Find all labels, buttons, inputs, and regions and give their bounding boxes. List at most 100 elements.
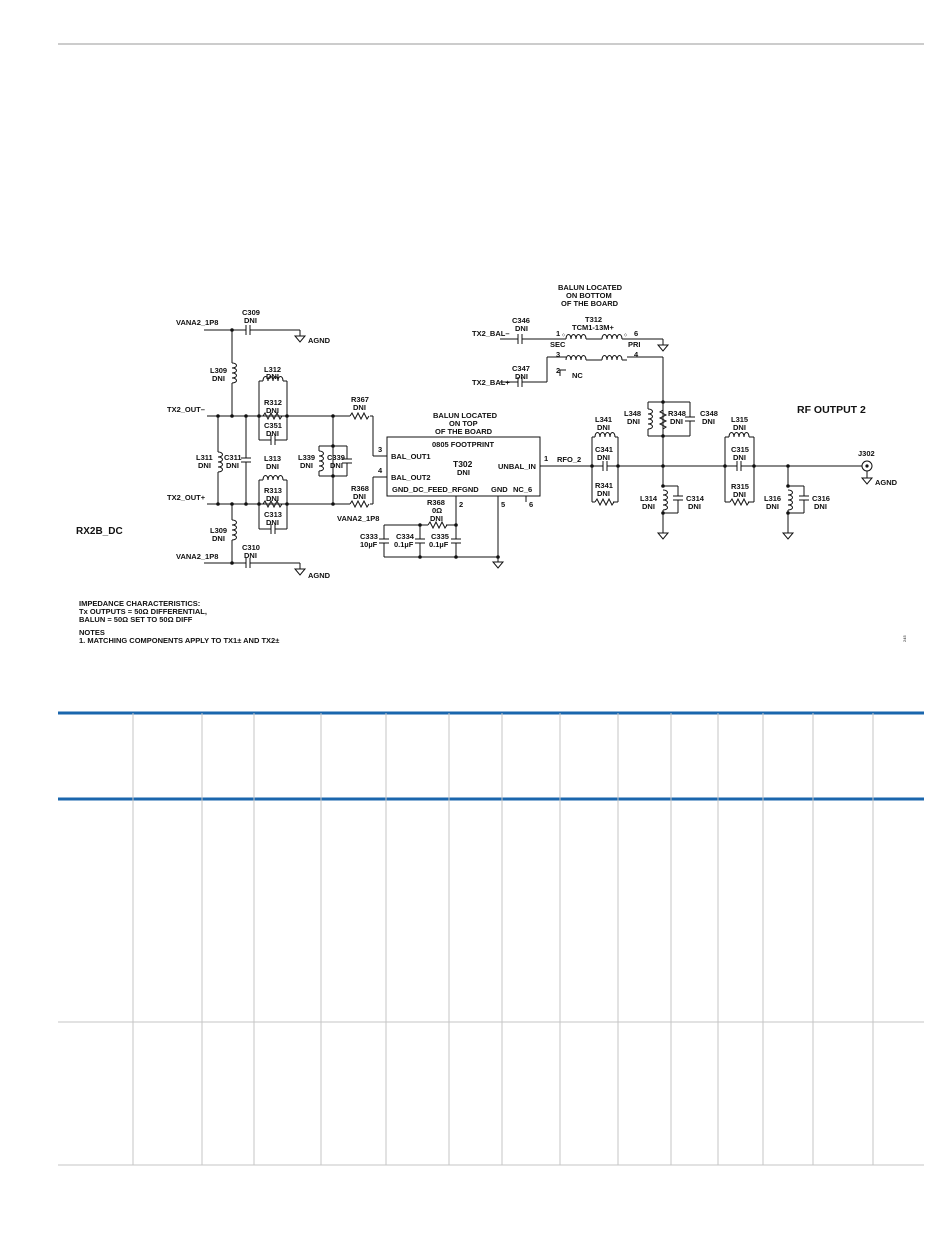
l316-ground-icon	[782, 532, 794, 540]
svg-text:◇: ◇	[562, 332, 566, 337]
label-pin1: 1	[544, 454, 548, 463]
label-c348-dni: DNI	[702, 417, 715, 426]
label-t312-pin2: 2	[556, 366, 560, 375]
label-c315-dni: DNI	[733, 453, 746, 462]
label-c341: C341	[595, 445, 613, 454]
label-pin6: 6	[529, 500, 533, 509]
label-vana2-mid: VANA2_1P8	[337, 514, 379, 523]
label-l341-dni: DNI	[597, 423, 610, 432]
label-tx2-out-minus: TX2_OUT–	[167, 405, 205, 414]
label-vana2-top: VANA2_1P8	[176, 318, 218, 327]
label-l309-top-dni: DNI	[212, 374, 225, 383]
label-r341: R341	[595, 481, 613, 490]
label-r367: R367	[351, 395, 369, 404]
label-l309-bot: L309	[210, 526, 227, 535]
label-footprint: 0805 FOOTPRINT	[432, 440, 495, 449]
label-vana2-bot: VANA2_1P8	[176, 552, 218, 561]
label-t312-pin4: 4	[634, 350, 639, 359]
label-c347: C347	[512, 364, 530, 373]
label-l314: L314	[640, 494, 658, 503]
label-r368b-val: 0Ω	[432, 506, 442, 515]
label-l316-dni: DNI	[766, 502, 779, 511]
label-t312-part: TCM1-13M+	[572, 323, 615, 332]
label-c334-val: 0.1µF	[394, 540, 414, 549]
label-c346: C346	[512, 316, 530, 325]
label-r348-dni: DNI	[670, 417, 683, 426]
label-c311: C311	[224, 453, 242, 462]
label-agnd-j302: AGND	[875, 478, 898, 487]
label-r368b-dni: DNI	[430, 514, 443, 523]
label-r312: R312	[264, 398, 282, 407]
label-nc: NC	[572, 371, 583, 380]
label-agnd-top: AGND	[308, 336, 331, 345]
label-l348-dni: DNI	[627, 417, 640, 426]
label-c316-dni: DNI	[814, 502, 827, 511]
table-frame	[58, 711, 924, 1166]
label-pri: PRI	[628, 340, 641, 349]
label-agnd-bot: AGND	[308, 571, 331, 580]
label-balun-top-3: OF THE BOARD	[435, 427, 493, 436]
label-l312: L312	[264, 365, 281, 374]
label-bal-out2: BAL_OUT2	[391, 473, 431, 482]
label-t302-dni: DNI	[457, 468, 470, 477]
label-r348: R348	[668, 409, 686, 418]
label-c339-dni: DNI	[330, 461, 343, 470]
label-balun-top-2: ON TOP	[449, 419, 478, 428]
right-matching-network	[590, 400, 873, 540]
label-c348: C348	[700, 409, 718, 418]
label-l309-bot-dni: DNI	[212, 534, 225, 543]
decoupling-network	[378, 521, 504, 569]
figure-id: 245	[902, 635, 907, 642]
label-balun-top-1: BALUN LOCATED	[433, 411, 498, 420]
impedance-line-2: BALUN = 50Ω SET TO 50Ω DIFF	[79, 615, 193, 624]
label-l311: L311	[196, 453, 213, 462]
label-c316: C316	[812, 494, 830, 503]
label-pin2: 2	[459, 500, 463, 509]
label-r367-dni: DNI	[353, 403, 366, 412]
label-l311-dni: DNI	[198, 461, 211, 470]
label-l348: L348	[624, 409, 641, 418]
label-r368b: R368	[427, 498, 445, 507]
label-c334: C334	[396, 532, 415, 541]
label-l314-dni: DNI	[642, 502, 655, 511]
label-l313-dni: DNI	[266, 462, 279, 471]
label-l339-dni: DNI	[300, 461, 313, 470]
impedance-title: IMPEDANCE CHARACTERISTICS:	[79, 599, 200, 608]
label-r313: R313	[264, 486, 282, 495]
label-c339: C339	[327, 453, 345, 462]
t302-balun	[386, 436, 592, 557]
label-tx2-bal-minus: TX2_BAL–	[472, 329, 510, 338]
label-l315-dni: DNI	[733, 423, 746, 432]
impedance-line-1: Tx OUTPUTS = 50Ω DIFFERENTIAL,	[79, 607, 207, 616]
label-unbal-in: UNBAL_IN	[498, 462, 536, 471]
label-sec: SEC	[550, 340, 566, 349]
agnd-top-ground-icon	[294, 335, 306, 343]
label-c351-dni: DNI	[266, 429, 279, 438]
label-c309: C309	[242, 308, 260, 317]
label-r341-dni: DNI	[597, 489, 610, 498]
label-l309-top: L309	[210, 366, 227, 375]
label-r368-dni: DNI	[353, 492, 366, 501]
j302-ground-icon	[861, 477, 873, 485]
label-gnd-dc-feed: GND_DC_FEED_RFGND	[392, 485, 479, 494]
label-l312-dni: DNI	[266, 372, 279, 381]
decoupling-ground-icon	[492, 561, 504, 569]
label-l339: L339	[298, 453, 315, 462]
label-c335-val: 0.1µF	[429, 540, 449, 549]
label-balun-bot-2: ON BOTTOM	[566, 291, 612, 300]
label-r315-dni: DNI	[733, 490, 746, 499]
notes-title: NOTES	[79, 628, 105, 637]
label-balun-bot-3: OF THE BOARD	[561, 299, 619, 308]
label-l313: L313	[264, 454, 281, 463]
label-t312-pin6: 6	[634, 329, 638, 338]
t312-balun: ◇ ◇	[500, 332, 669, 466]
agnd-bottom-ground-icon	[294, 568, 306, 576]
label-r312-dni: DNI	[266, 406, 279, 415]
label-l316: L316	[764, 494, 781, 503]
label-c347-dni: DNI	[515, 372, 528, 381]
label-bal-out1: BAL_OUT1	[391, 452, 431, 461]
label-c309-dni: DNI	[244, 316, 257, 325]
label-c341-dni: DNI	[597, 453, 610, 462]
label-c315: C315	[731, 445, 749, 454]
